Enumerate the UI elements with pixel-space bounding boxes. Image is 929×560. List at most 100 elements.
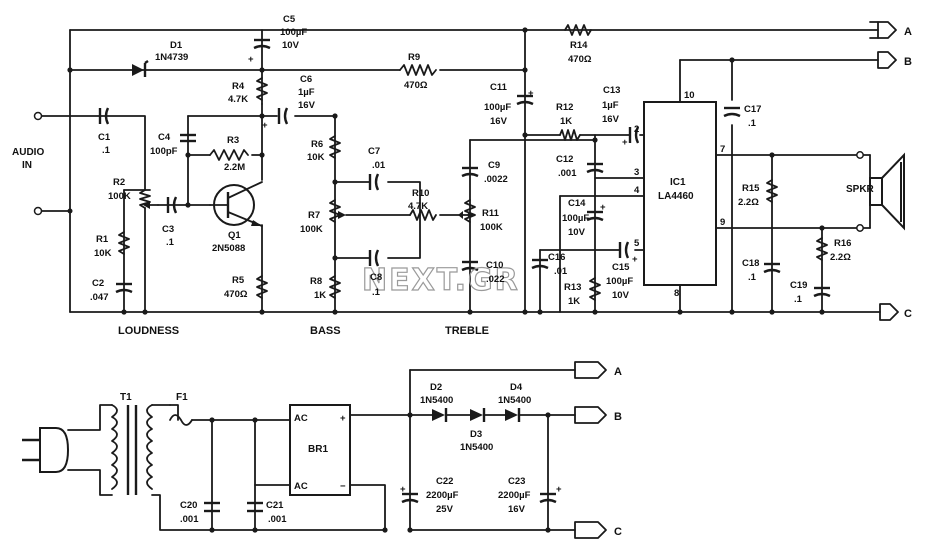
audio-input-terminals — [33, 111, 73, 216]
c15-ref: C15 — [612, 262, 630, 273]
c14-plus: + — [600, 202, 606, 213]
r6-ref: R6 — [311, 139, 323, 150]
r14-value: 470Ω — [568, 54, 592, 65]
terminal-b-psu-label: B — [614, 411, 622, 423]
capacitor-c8 — [368, 249, 380, 267]
c13-plus: + — [622, 137, 628, 148]
br1-ac-top: AC — [294, 413, 308, 424]
c4-ref: C4 — [158, 132, 171, 143]
c13-voltage: 16V — [602, 114, 620, 125]
c3-ref: C3 — [162, 224, 174, 235]
r10-ref: R10 — [412, 188, 429, 199]
transformer-t1 — [111, 404, 153, 495]
r9-value: 470Ω — [404, 80, 428, 91]
c17-value: .1 — [748, 118, 757, 129]
capacitor-c15 — [618, 241, 630, 259]
d2-value: 1N5400 — [420, 395, 453, 406]
capacitor-c19 — [813, 286, 831, 298]
diode-d3 — [470, 408, 486, 422]
resistor-r9 — [399, 64, 437, 76]
resistor-r16 — [816, 237, 828, 261]
r15-ref: R15 — [742, 183, 760, 194]
c4-value: 100pF — [150, 146, 178, 157]
r5-value: 470Ω — [224, 289, 248, 300]
c11-ref: C11 — [490, 82, 508, 93]
c19-ref: C19 — [790, 280, 807, 291]
ic-la4460 — [643, 101, 717, 286]
r16-ref: R16 — [834, 238, 851, 249]
terminal-a-psu — [574, 361, 607, 379]
t1-ref: T1 — [120, 392, 132, 403]
audio-in-label: AUDIO — [12, 147, 44, 158]
resistor-r4 — [256, 77, 268, 101]
r12-ref: R12 — [556, 102, 573, 113]
terminal-c-label: C — [904, 308, 912, 320]
capacitor-c22 — [401, 492, 419, 504]
c16-ref: C16 — [548, 252, 565, 263]
capacitor-c21 — [247, 501, 263, 513]
resistor-r3 — [209, 149, 249, 161]
loudness-label: LOUDNESS — [118, 325, 179, 337]
c22-ref: C22 — [436, 476, 453, 487]
resistor-r14 — [564, 24, 592, 36]
capacitor-c23 — [539, 492, 557, 504]
capacitor-c7 — [368, 173, 380, 191]
r14-ref: R14 — [570, 40, 588, 51]
r13-ref: R13 — [564, 282, 581, 293]
terminal-b-psu — [574, 406, 607, 424]
r15-value: 2.2Ω — [738, 197, 759, 208]
resistor-r1 — [118, 231, 130, 255]
r7-ref: R7 — [308, 210, 320, 221]
treble-label: TREBLE — [445, 325, 489, 337]
c2-ref: C2 — [92, 278, 104, 289]
pin-5: 5 — [634, 238, 640, 249]
q1-ref: Q1 — [228, 230, 241, 241]
r4-ref: R4 — [232, 81, 245, 92]
c23-value: 2200µF — [498, 490, 531, 501]
wires-amplifier — [37, 29, 881, 313]
r16-value: 2.2Ω — [830, 252, 851, 263]
c2-value: .047 — [90, 292, 109, 303]
resistor-r13 — [589, 277, 601, 301]
r1-value: 10K — [94, 248, 112, 259]
bridge-rectifier-br1 — [289, 404, 351, 496]
diode-d4 — [505, 408, 521, 422]
d1-ref: D1 — [170, 40, 183, 51]
r3-ref: R3 — [227, 135, 239, 146]
r4-value: 4.7K — [228, 94, 248, 105]
speaker-label: SPKR — [846, 184, 875, 195]
r8-value: 1K — [314, 290, 326, 301]
c23-ref: C23 — [508, 476, 525, 487]
speaker-icon — [856, 151, 905, 232]
c22-voltage: 25V — [436, 504, 454, 515]
c5-value: 100µF — [280, 27, 307, 38]
capacitor-c9 — [461, 166, 479, 178]
c11-plus: + — [528, 88, 534, 99]
terminal-b-label: B — [904, 56, 912, 68]
potentiometer-r7 — [329, 199, 346, 223]
c15-plus: + — [632, 254, 638, 265]
c15-voltage: 10V — [612, 290, 630, 301]
c16-value: .01 — [554, 266, 568, 277]
c9-ref: C9 — [488, 160, 500, 171]
d1-value: 1N4739 — [155, 52, 188, 63]
br1-ac-bottom: AC — [294, 481, 308, 492]
capacitor-c1 — [98, 107, 110, 125]
c5-plus: + — [248, 54, 254, 65]
terminal-c-psu-label: C — [614, 526, 622, 538]
capacitor-c18 — [763, 262, 781, 274]
c11-voltage: 16V — [490, 116, 508, 127]
c6-plus: + — [262, 120, 268, 131]
resistor-r6 — [329, 135, 341, 159]
audio-in-label-2: IN — [22, 160, 32, 171]
r11-ref: R11 — [482, 208, 500, 219]
c10-value: .022 — [486, 274, 505, 285]
capacitor-c5 — [253, 38, 271, 50]
c18-ref: C18 — [742, 258, 759, 269]
c1-ref: C1 — [98, 132, 111, 143]
resistor-r12 — [559, 129, 581, 141]
d3-value: 1N5400 — [460, 442, 493, 453]
diode-d2 — [432, 408, 448, 422]
bass-label: BASS — [310, 325, 341, 337]
resistor-r10 — [409, 209, 437, 221]
